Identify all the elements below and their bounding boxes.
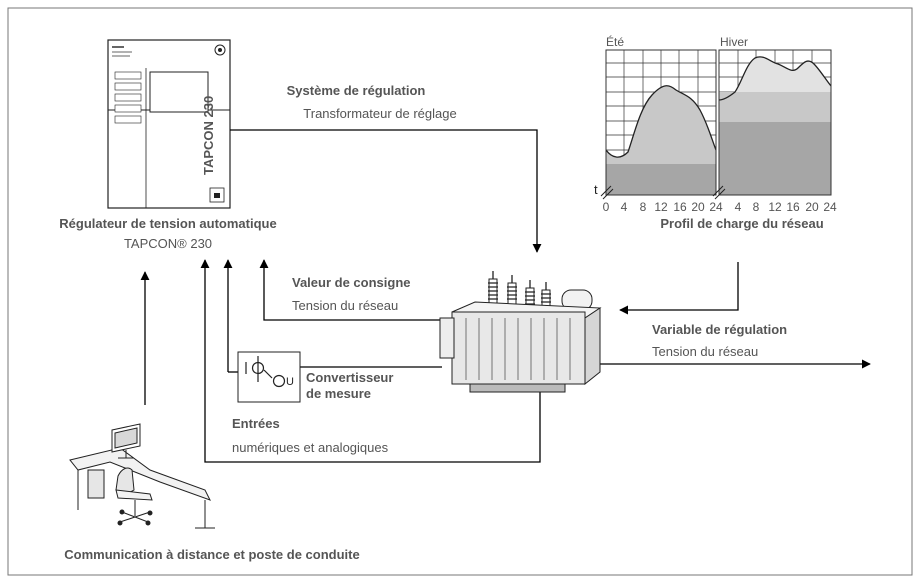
setpoint-title: Valeur de consigne <box>292 275 411 290</box>
tick-winter-4: 4 <box>735 200 742 214</box>
inputs-subtitle: numériques et analogiques <box>232 440 389 455</box>
tick-summer-0: 0 <box>603 200 610 214</box>
tick-winter-24: 24 <box>823 200 837 214</box>
tick-summer-24: 24 <box>709 200 723 214</box>
svg-text:U: U <box>286 376 294 388</box>
summer-label: Été <box>606 34 624 49</box>
load-profile-title: Profil de charge du réseau <box>660 216 823 231</box>
winter-label: Hiver <box>720 35 748 49</box>
tick-winter-8: 8 <box>753 200 760 214</box>
tick-winter-20: 20 <box>805 200 819 214</box>
tick-summer-16: 16 <box>673 200 687 214</box>
remote-title: Communication à distance et poste de con… <box>64 547 359 562</box>
converter-line1: Convertisseur <box>306 370 393 385</box>
t-axis-label: t <box>594 182 598 197</box>
controlled-variable-title: Variable de régulation <box>652 322 787 337</box>
arrow-inputs-to-regulator <box>200 259 541 463</box>
regulator-model: TAPCON® 230 <box>124 236 212 251</box>
converter-line2: de mesure <box>306 386 371 401</box>
inputs-title: Entrées <box>232 416 280 431</box>
tick-summer-8: 8 <box>640 200 647 214</box>
regulation-system-title: Système de régulation <box>287 83 426 98</box>
frame <box>7 7 913 576</box>
arrow-regulator-to-transformer <box>230 129 542 253</box>
tick-winter-12: 12 <box>768 200 782 214</box>
tapcon-device-illustration: TAPCON 230 <box>107 39 231 209</box>
measurement-converter-symbol: U <box>237 351 301 403</box>
tick-summer-12: 12 <box>654 200 668 214</box>
arrow-setpoint-feedback <box>259 259 442 321</box>
load-profile-chart: Été Hiver t 0 4 8 12 16 20 <box>594 34 837 214</box>
controlled-variable-subtitle: Tension du réseau <box>652 344 758 359</box>
transformer-illustration <box>439 271 602 393</box>
tick-summer-4: 4 <box>621 200 628 214</box>
workstation-illustration <box>69 423 215 529</box>
tick-summer-20: 20 <box>691 200 705 214</box>
setpoint-subtitle: Tension du réseau <box>292 298 398 313</box>
regulator-title: Régulateur de tension automatique <box>59 216 276 231</box>
device-label: TAPCON 230 <box>201 96 216 175</box>
arrow-load-profile-to-transformer <box>619 262 739 315</box>
regulation-system-subtitle: Transformateur de réglage <box>303 106 456 121</box>
tick-winter-16: 16 <box>786 200 800 214</box>
